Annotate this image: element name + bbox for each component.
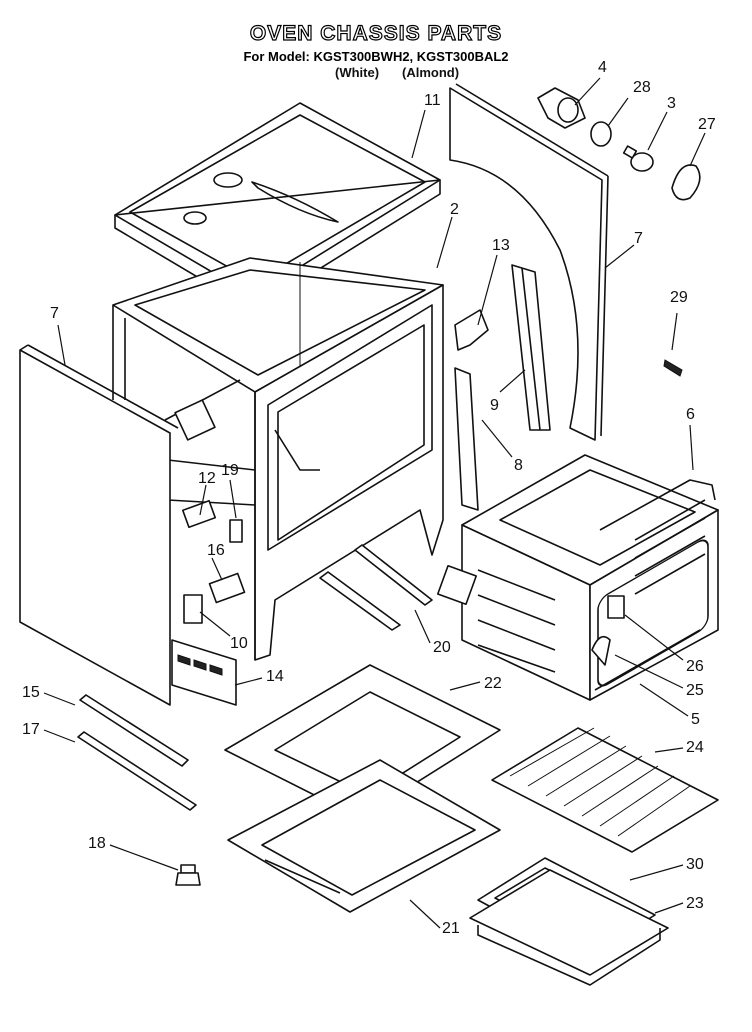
callout-leader-lines bbox=[43, 77, 706, 929]
part-24-oven-rack bbox=[491, 727, 719, 853]
part-3-light-bulb bbox=[622, 145, 654, 172]
callout-6: 6 bbox=[686, 406, 695, 423]
callout-30: 30 bbox=[686, 856, 704, 873]
callout-14: 14 bbox=[266, 668, 284, 685]
part-23-broil-pan bbox=[469, 869, 669, 986]
callout-12: 12 bbox=[198, 470, 216, 487]
part-16-switch bbox=[208, 572, 246, 604]
part-7-left-side-panel bbox=[19, 344, 179, 706]
part-7-right-side-panel bbox=[449, 83, 609, 441]
part-4-lamp-socket bbox=[537, 87, 586, 129]
part-28-gasket bbox=[590, 121, 612, 147]
part-27-light-lens bbox=[671, 164, 701, 201]
callout-17: 17 bbox=[22, 721, 40, 738]
callout-29: 29 bbox=[670, 289, 688, 306]
part-8-side-bracket bbox=[454, 367, 479, 511]
callout-20: 20 bbox=[433, 639, 451, 656]
part-21-base-pan bbox=[227, 759, 501, 913]
callout-4: 4 bbox=[598, 59, 607, 76]
part-26-lamp-cover bbox=[607, 595, 625, 619]
variant-almond-label: (Almond) bbox=[402, 65, 460, 80]
callout-13: 13 bbox=[492, 237, 510, 254]
part-19-clip bbox=[229, 519, 243, 543]
part-9-oven-vent bbox=[511, 264, 551, 431]
callout-8: 8 bbox=[514, 457, 523, 474]
part-25-light-socket bbox=[591, 635, 611, 666]
part-2-oven-chassis bbox=[112, 257, 444, 661]
diagram-title: OVEN CHASSIS PARTS bbox=[249, 21, 503, 45]
callout-9: 9 bbox=[490, 397, 499, 414]
callout-27: 27 bbox=[698, 116, 716, 133]
part-15-rail bbox=[79, 694, 189, 767]
part-13-bracket bbox=[454, 309, 489, 351]
callout-labels: 4 28 3 27 11 2 7 13 7 29 9 6 8 12 19 16 … bbox=[22, 59, 716, 937]
callout-7-right: 7 bbox=[634, 230, 643, 247]
part-20-brackets bbox=[319, 544, 433, 631]
callout-7-left: 7 bbox=[50, 305, 59, 322]
callout-11: 11 bbox=[424, 92, 441, 109]
callout-18: 18 bbox=[88, 835, 106, 852]
callout-10: 10 bbox=[230, 635, 248, 652]
callout-5: 5 bbox=[691, 711, 700, 728]
callout-15: 15 bbox=[22, 684, 40, 701]
part-29-screw bbox=[663, 359, 683, 377]
part-14-terminal-block bbox=[171, 639, 237, 706]
model-line: For Model: KGST300BWH2, KGST300BAL2 bbox=[243, 49, 509, 64]
part-10-relay bbox=[183, 594, 203, 624]
callout-24: 24 bbox=[686, 739, 704, 756]
variant-white-label: (White) bbox=[335, 65, 380, 80]
part-12-bracket bbox=[181, 499, 217, 529]
part-6-oven-liner bbox=[436, 454, 719, 701]
part-17-rail bbox=[77, 731, 197, 811]
callout-22: 22 bbox=[484, 675, 502, 692]
callout-23: 23 bbox=[686, 895, 704, 912]
callout-19: 19 bbox=[221, 462, 239, 479]
part-11-oven-top bbox=[114, 102, 441, 311]
part-18-leveling-leg bbox=[175, 864, 201, 886]
callout-26: 26 bbox=[686, 658, 704, 675]
callout-2: 2 bbox=[450, 201, 459, 218]
callout-25: 25 bbox=[686, 682, 704, 699]
callout-3: 3 bbox=[667, 95, 676, 112]
callout-28: 28 bbox=[633, 79, 651, 96]
callout-21: 21 bbox=[442, 920, 460, 937]
callout-16: 16 bbox=[207, 542, 225, 559]
